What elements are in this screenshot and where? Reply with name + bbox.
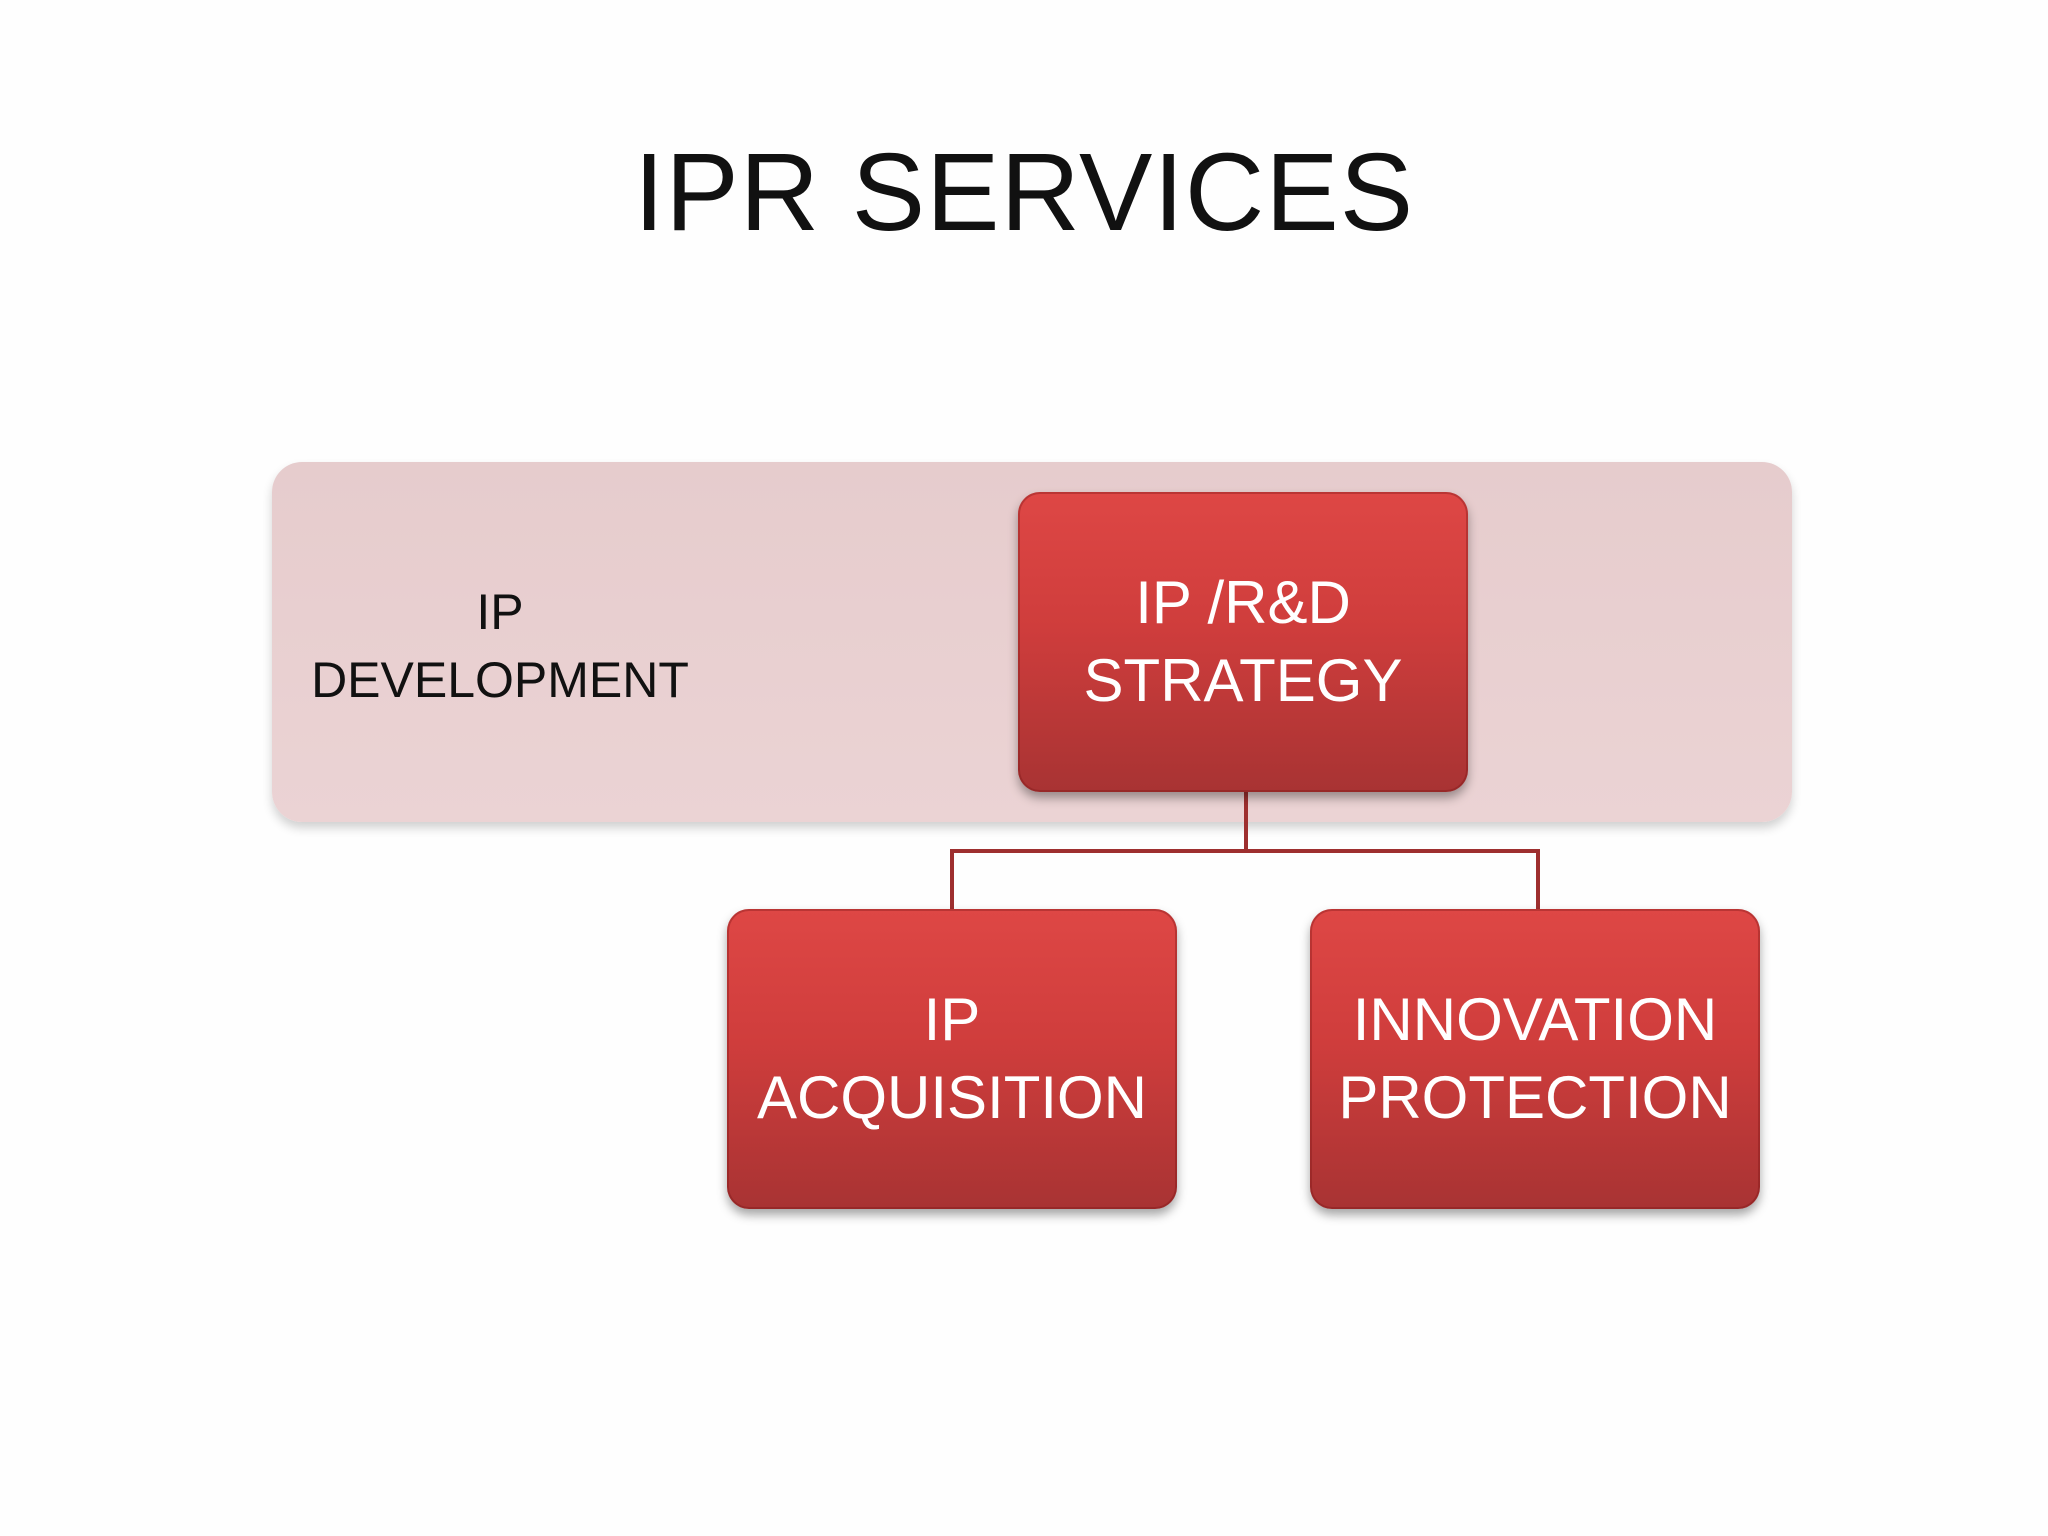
node-innovation-protection-label: INNOVATION PROTECTION <box>1338 986 1732 1131</box>
node-ip-acquisition-label: IP ACQUISITION <box>756 986 1148 1131</box>
node-innovation-protection: INNOVATION PROTECTION <box>1310 909 1760 1209</box>
ip-development-label: IP DEVELOPMENT <box>311 584 689 708</box>
slide-title: IPR SERVICES <box>633 131 1415 254</box>
node-ip-acquisition: IP ACQUISITION <box>727 909 1177 1209</box>
node-ip-rd-strategy: IP /R&D STRATEGY <box>1018 492 1468 792</box>
node-ip-rd-strategy-label: IP /R&D STRATEGY <box>1083 569 1403 714</box>
